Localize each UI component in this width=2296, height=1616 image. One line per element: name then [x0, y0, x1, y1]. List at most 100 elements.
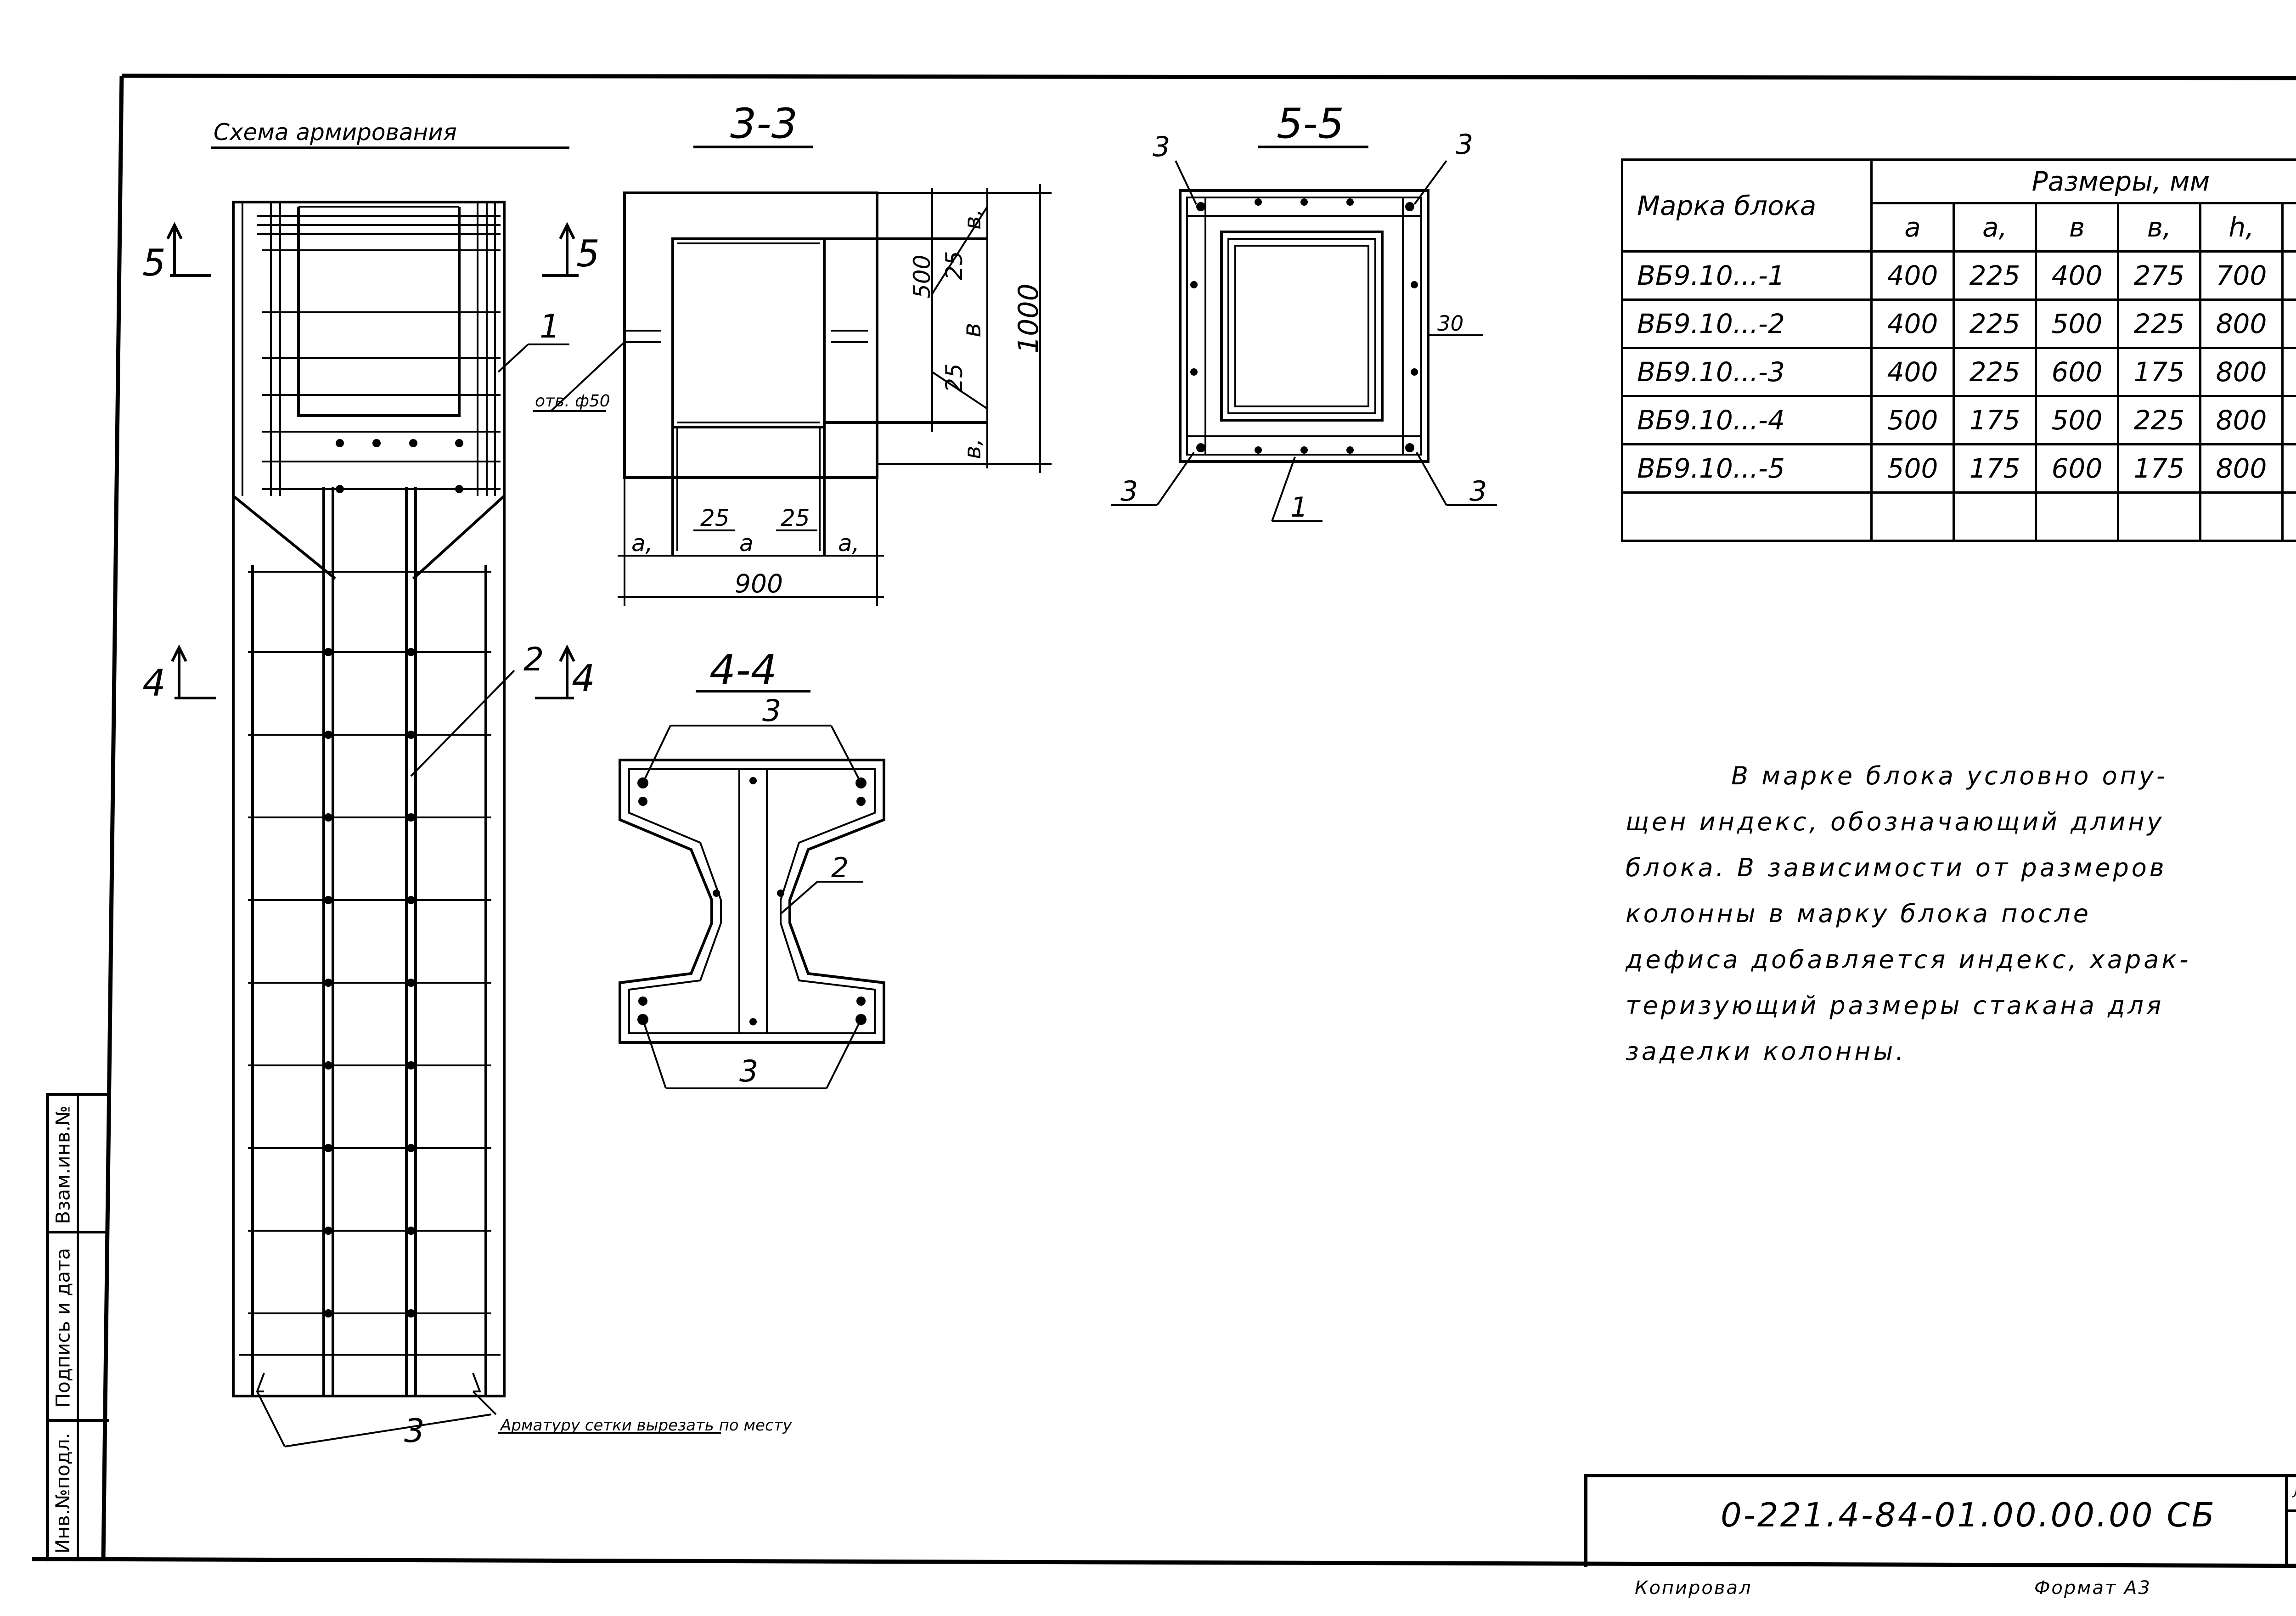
stamp-vzam: Взам.инв.№ — [51, 1105, 74, 1224]
cell: 175 — [2117, 443, 2201, 494]
cell — [2281, 443, 2296, 494]
sheet-label: Лист — [2288, 1477, 2296, 1512]
cell: 275 — [2117, 250, 2201, 301]
callout-44-3-top: 3 — [762, 694, 781, 728]
note-line: дефиса добавляется индекс, харак- — [1626, 945, 2191, 974]
note-line: щен индекс, обозначающий длину — [1626, 807, 2165, 836]
note-line: колонны в марку блока после — [1626, 899, 2091, 928]
cell: 400 — [2035, 250, 2119, 301]
cell: 700 — [2199, 250, 2284, 301]
cell: 225 — [1953, 347, 2037, 397]
cell — [2281, 395, 2296, 445]
sheet-cell: Лист 2 — [2285, 1477, 2296, 1567]
section-3-3: 3-3 отв. ф50 500 25 25 1000 в, в — [533, 100, 1052, 606]
cell — [1953, 491, 2037, 542]
col-blank — [2281, 202, 2296, 253]
table-row — [1621, 491, 2296, 542]
col-a1: а, — [1953, 202, 2037, 253]
cell: 175 — [1953, 395, 2037, 445]
dim-b: в — [957, 323, 986, 338]
note-line: заделки колонны. — [1626, 1037, 1907, 1066]
cell — [2281, 347, 2296, 397]
cut-mark-5-right: 5 — [542, 222, 600, 277]
cell: 800 — [2199, 298, 2284, 349]
row-mark: ВБ9.10...-1 — [1621, 250, 1873, 301]
cell — [2281, 491, 2296, 542]
dim-b1-top: в, — [959, 209, 986, 230]
cell: 500 — [1870, 443, 1955, 494]
dim-25a: 25 — [941, 251, 968, 280]
row-mark: ВБ9.10...-5 — [1621, 443, 1873, 494]
cell: 800 — [2199, 395, 2284, 445]
cell: 800 — [2199, 347, 2284, 397]
callout-55-3a: 3 — [1153, 131, 1170, 163]
row-mark: ВБ9.10...-4 — [1621, 395, 1873, 445]
cell: 600 — [2035, 347, 2119, 397]
size-table: Марка блока Размеры, мм а а, в в, h, ВБ9… — [1621, 158, 2296, 542]
sheet-number: 2 — [2288, 1512, 2296, 1549]
dim-a1-right: а, — [838, 530, 860, 557]
cell: 175 — [2117, 347, 2201, 397]
cell: 800 — [2199, 443, 2284, 494]
callout-3-label: 3 — [404, 1412, 425, 1450]
callout-3: 3 — [256, 1391, 497, 1450]
cut4-right-label: 4 — [572, 657, 595, 700]
section-4-4-title: 4-4 — [709, 646, 777, 694]
callout-1-label: 1 — [540, 308, 560, 345]
cell — [2117, 491, 2201, 542]
note-line: блока. В зависимости от размеров — [1626, 853, 2167, 882]
sheet-frame — [32, 73, 2296, 1568]
col-h1: h, — [2199, 202, 2284, 253]
dim-25d: 25 — [781, 505, 810, 531]
column-elevation — [232, 201, 506, 1397]
cell: 500 — [2035, 298, 2119, 349]
callout-55-3c: 3 — [1120, 475, 1138, 507]
hole-label: отв. ф50 — [535, 392, 610, 411]
footer-format: Формат А3 — [2034, 1577, 2151, 1599]
cell — [2281, 250, 2296, 301]
cut-mark-4-left: 4 — [142, 644, 216, 704]
table-column-headers: а а, в в, h, — [1622, 202, 2296, 253]
col-b: в — [2035, 202, 2119, 253]
rebar-note: Арматуру сетки вырезать по месту — [500, 1416, 792, 1435]
callout-55-3b: 3 — [1456, 129, 1473, 161]
section-5-5: 5-5 3 3 3 3 1 30 — [1111, 100, 1497, 524]
dim-a: а — [739, 530, 754, 557]
cell: 175 — [1953, 443, 2037, 494]
dim-30: 30 — [1437, 311, 1463, 336]
table-header-mark: Марка блока — [1621, 158, 1873, 253]
section-4-4: 4-4 3 3 2 — [619, 646, 885, 1089]
cell: 225 — [1953, 250, 2037, 301]
cell — [1870, 491, 1955, 542]
cell: 225 — [2117, 298, 2201, 349]
table-row: ВБ9.10...-5 500 175 600 175 800 — [1621, 443, 2296, 494]
callout-2: 2 — [410, 641, 544, 777]
row-mark — [1621, 491, 1873, 542]
table-row: ВБ9.10...-2 400 225 500 225 800 — [1621, 298, 2296, 349]
cut-mark-5-left: 5 — [142, 222, 211, 284]
dim-500: 500 — [909, 255, 935, 298]
callout-55-3d: 3 — [1469, 475, 1487, 507]
side-stamp: Взам.инв.№ Подпись и дата Инв.№подл. — [46, 1093, 109, 1561]
stamp-sign: Подпись и дата — [51, 1248, 74, 1408]
callout-55-1: 1 — [1290, 491, 1308, 524]
cell: 400 — [1870, 298, 1955, 349]
stamp-inv: Инв.№подл. — [51, 1432, 74, 1554]
schema-title: Схема армирования — [214, 119, 457, 146]
row-mark: ВБ9.10...-3 — [1621, 347, 1873, 397]
callout-44-3-bottom: 3 — [739, 1054, 758, 1089]
footer-copied: Копировал — [1635, 1577, 1752, 1599]
callout-2-label: 2 — [523, 641, 544, 678]
table-row: ВБ9.10...-3 400 225 600 175 800 — [1621, 347, 2296, 397]
note-line: теризующий размеры стакана для — [1626, 991, 2164, 1020]
table-row: ВБ9.10...-1 400 225 400 275 700 — [1621, 250, 2296, 301]
cell — [2281, 298, 2296, 349]
note-block: В марке блока условно опу- щен индекс, о… — [1626, 753, 2296, 1075]
note-line: В марке блока условно опу- — [1731, 761, 2168, 790]
title-block: 0-221.4-84-01.00.00.00 СБ Лист 2 — [1584, 1474, 2296, 1567]
dim-b1-bottom: в, — [959, 439, 986, 459]
cell: 225 — [1953, 298, 2037, 349]
table-header-sizes: Размеры, мм — [1870, 158, 2296, 204]
cell: 400 — [1870, 250, 1955, 301]
